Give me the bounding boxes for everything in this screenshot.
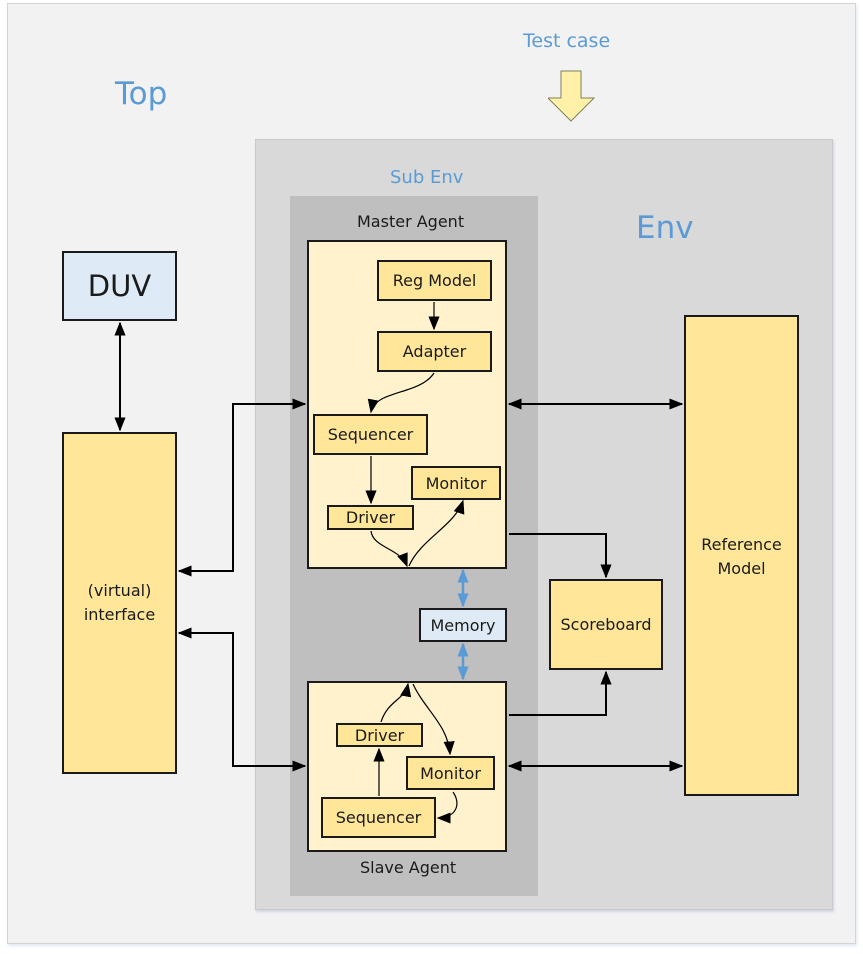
- master-agent-label: Master Agent: [357, 212, 465, 231]
- test-case-label: Test case: [523, 30, 611, 52]
- master-adapter-block: Adapter: [377, 331, 492, 372]
- master-monitor-block: Monitor: [411, 466, 501, 500]
- duv-block: DUV: [62, 251, 177, 321]
- virtual-interface-block: (virtual) interface: [62, 432, 177, 774]
- sub-env-label: Sub Env: [390, 167, 464, 188]
- scoreboard-block: Scoreboard: [549, 579, 663, 670]
- slave-monitor-block: Monitor: [406, 756, 495, 790]
- master-reg-model-block: Reg Model: [377, 260, 492, 301]
- master-sequencer-block: Sequencer: [313, 414, 428, 455]
- slave-agent-label: Slave Agent: [360, 858, 457, 877]
- slave-driver-block: Driver: [336, 723, 423, 747]
- slave-sequencer-block: Sequencer: [321, 797, 436, 838]
- top-label: Top: [115, 76, 168, 112]
- memory-block: Memory: [419, 608, 507, 642]
- env-label: Env: [636, 210, 694, 246]
- down-arrow-icon: [548, 70, 596, 122]
- master-driver-block: Driver: [327, 505, 414, 530]
- reference-model-block: Reference Model: [684, 315, 799, 796]
